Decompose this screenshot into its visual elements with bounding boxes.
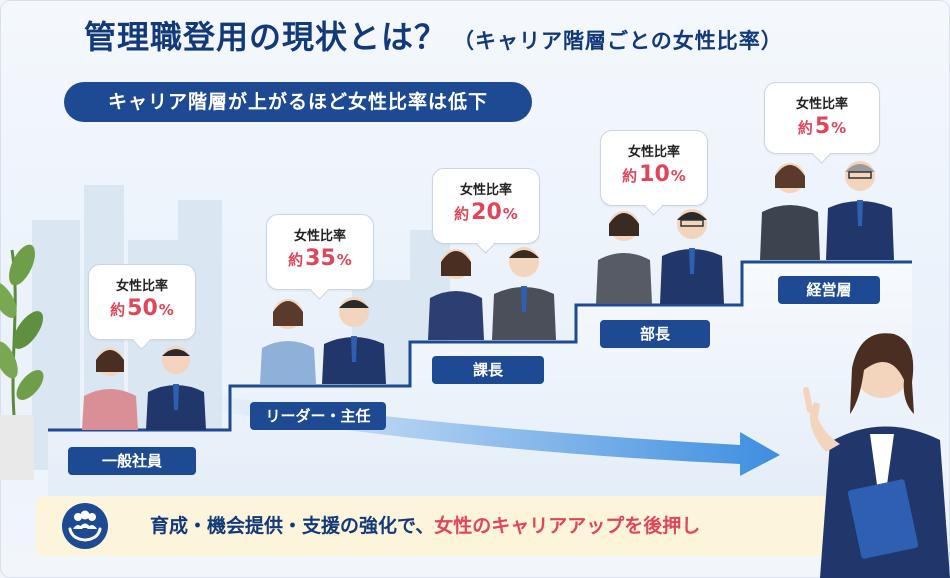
people-support-icon (62, 503, 108, 549)
level-label-executive: 経営層 (778, 276, 880, 304)
page-subtitle: （キャリア階層ごとの女性比率） (453, 29, 783, 53)
presenter-woman (803, 333, 950, 578)
banner-text-highlight: 女性のキャリアアップを後押し (434, 515, 701, 537)
level-label-dept-manager: 部長 (600, 320, 710, 348)
ratio-bubble-leader: 女性比率 約35% (266, 214, 374, 290)
ratio-bubble-general-staff: 女性比率 約50% (88, 264, 196, 340)
people-general-staff (82, 346, 206, 430)
ratio-value: 約5% (797, 114, 847, 139)
ratio-label: 女性比率 (627, 145, 680, 160)
ratio-value: 約50% (110, 296, 174, 321)
ratio-bubble-executive: 女性比率 約5% (764, 82, 880, 154)
ratio-bubble-dept-manager: 女性比率 約10% (600, 130, 708, 206)
summary-pill: キャリア階層が上がるほど女性比率は低下 (64, 82, 532, 122)
banner-text-main: 育成・機会提供・支援の強化で、 (150, 515, 435, 537)
people-leader (260, 297, 386, 384)
banner-message: 育成・機会提供・支援の強化で、女性のキャリアアップを後押し (150, 511, 700, 538)
level-label-general-staff: 一般社員 (68, 447, 196, 475)
ratio-value: 約35% (288, 246, 352, 271)
people-section-manager (428, 247, 556, 340)
people-dept-manager (596, 209, 724, 304)
level-label-leader: リーダー・主任 (250, 402, 386, 430)
level-label-section-manager: 課長 (432, 356, 544, 384)
ratio-value: 約10% (622, 162, 686, 187)
ratio-label: 女性比率 (293, 229, 346, 244)
plant-decoration (0, 244, 44, 480)
people-executive (760, 161, 894, 260)
bottom-banner (36, 496, 836, 556)
ratio-label: 女性比率 (795, 97, 848, 112)
ratio-label: 女性比率 (115, 279, 168, 294)
ratio-value: 約20% (454, 200, 518, 225)
page-title: 管理職登用の現状とは？（キャリア階層ごとの女性比率） (84, 18, 783, 56)
ratio-bubble-section-manager: 女性比率 約20% (432, 168, 540, 244)
ratio-label: 女性比率 (459, 183, 512, 198)
